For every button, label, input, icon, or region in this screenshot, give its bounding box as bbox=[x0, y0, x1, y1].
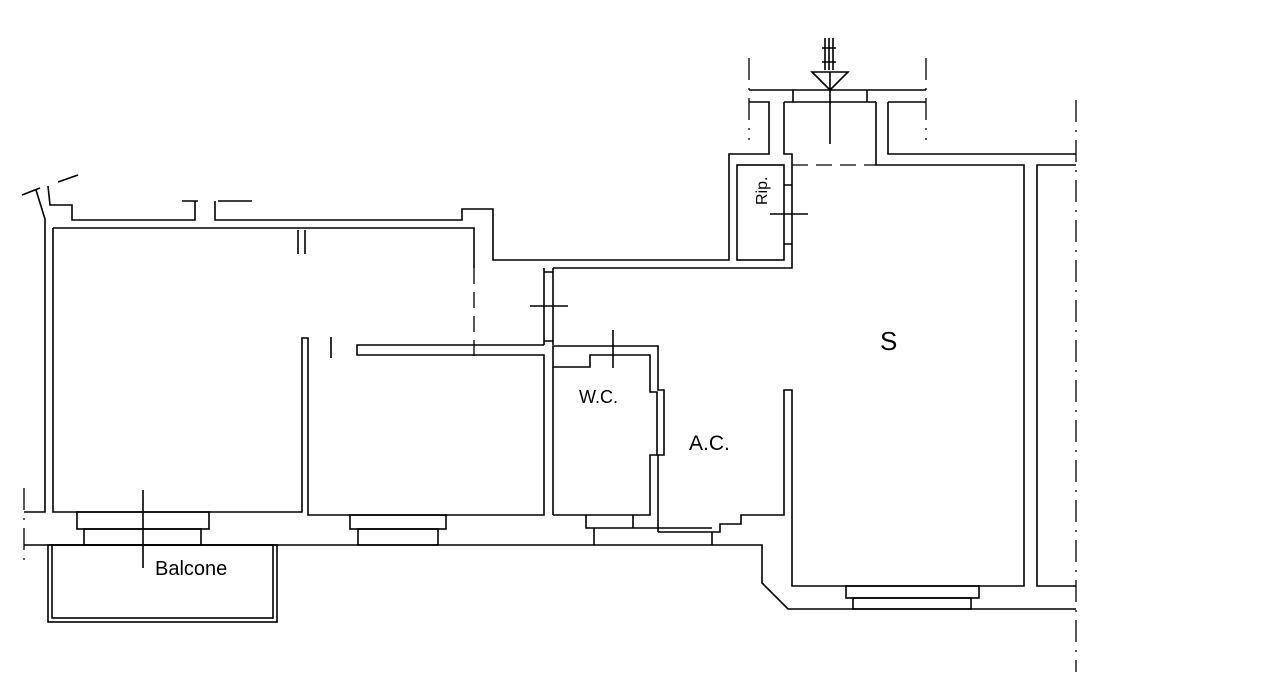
room-label-balcony: Balcone bbox=[155, 558, 227, 580]
room-label-storage: Rip. bbox=[754, 177, 771, 205]
room-label-living: S bbox=[880, 326, 897, 356]
walls bbox=[21, 58, 1077, 672]
room-label-wc: W.C. bbox=[579, 387, 618, 407]
room-label-antechamber: A.C. bbox=[689, 432, 730, 455]
arrow-down-icon bbox=[810, 38, 850, 144]
